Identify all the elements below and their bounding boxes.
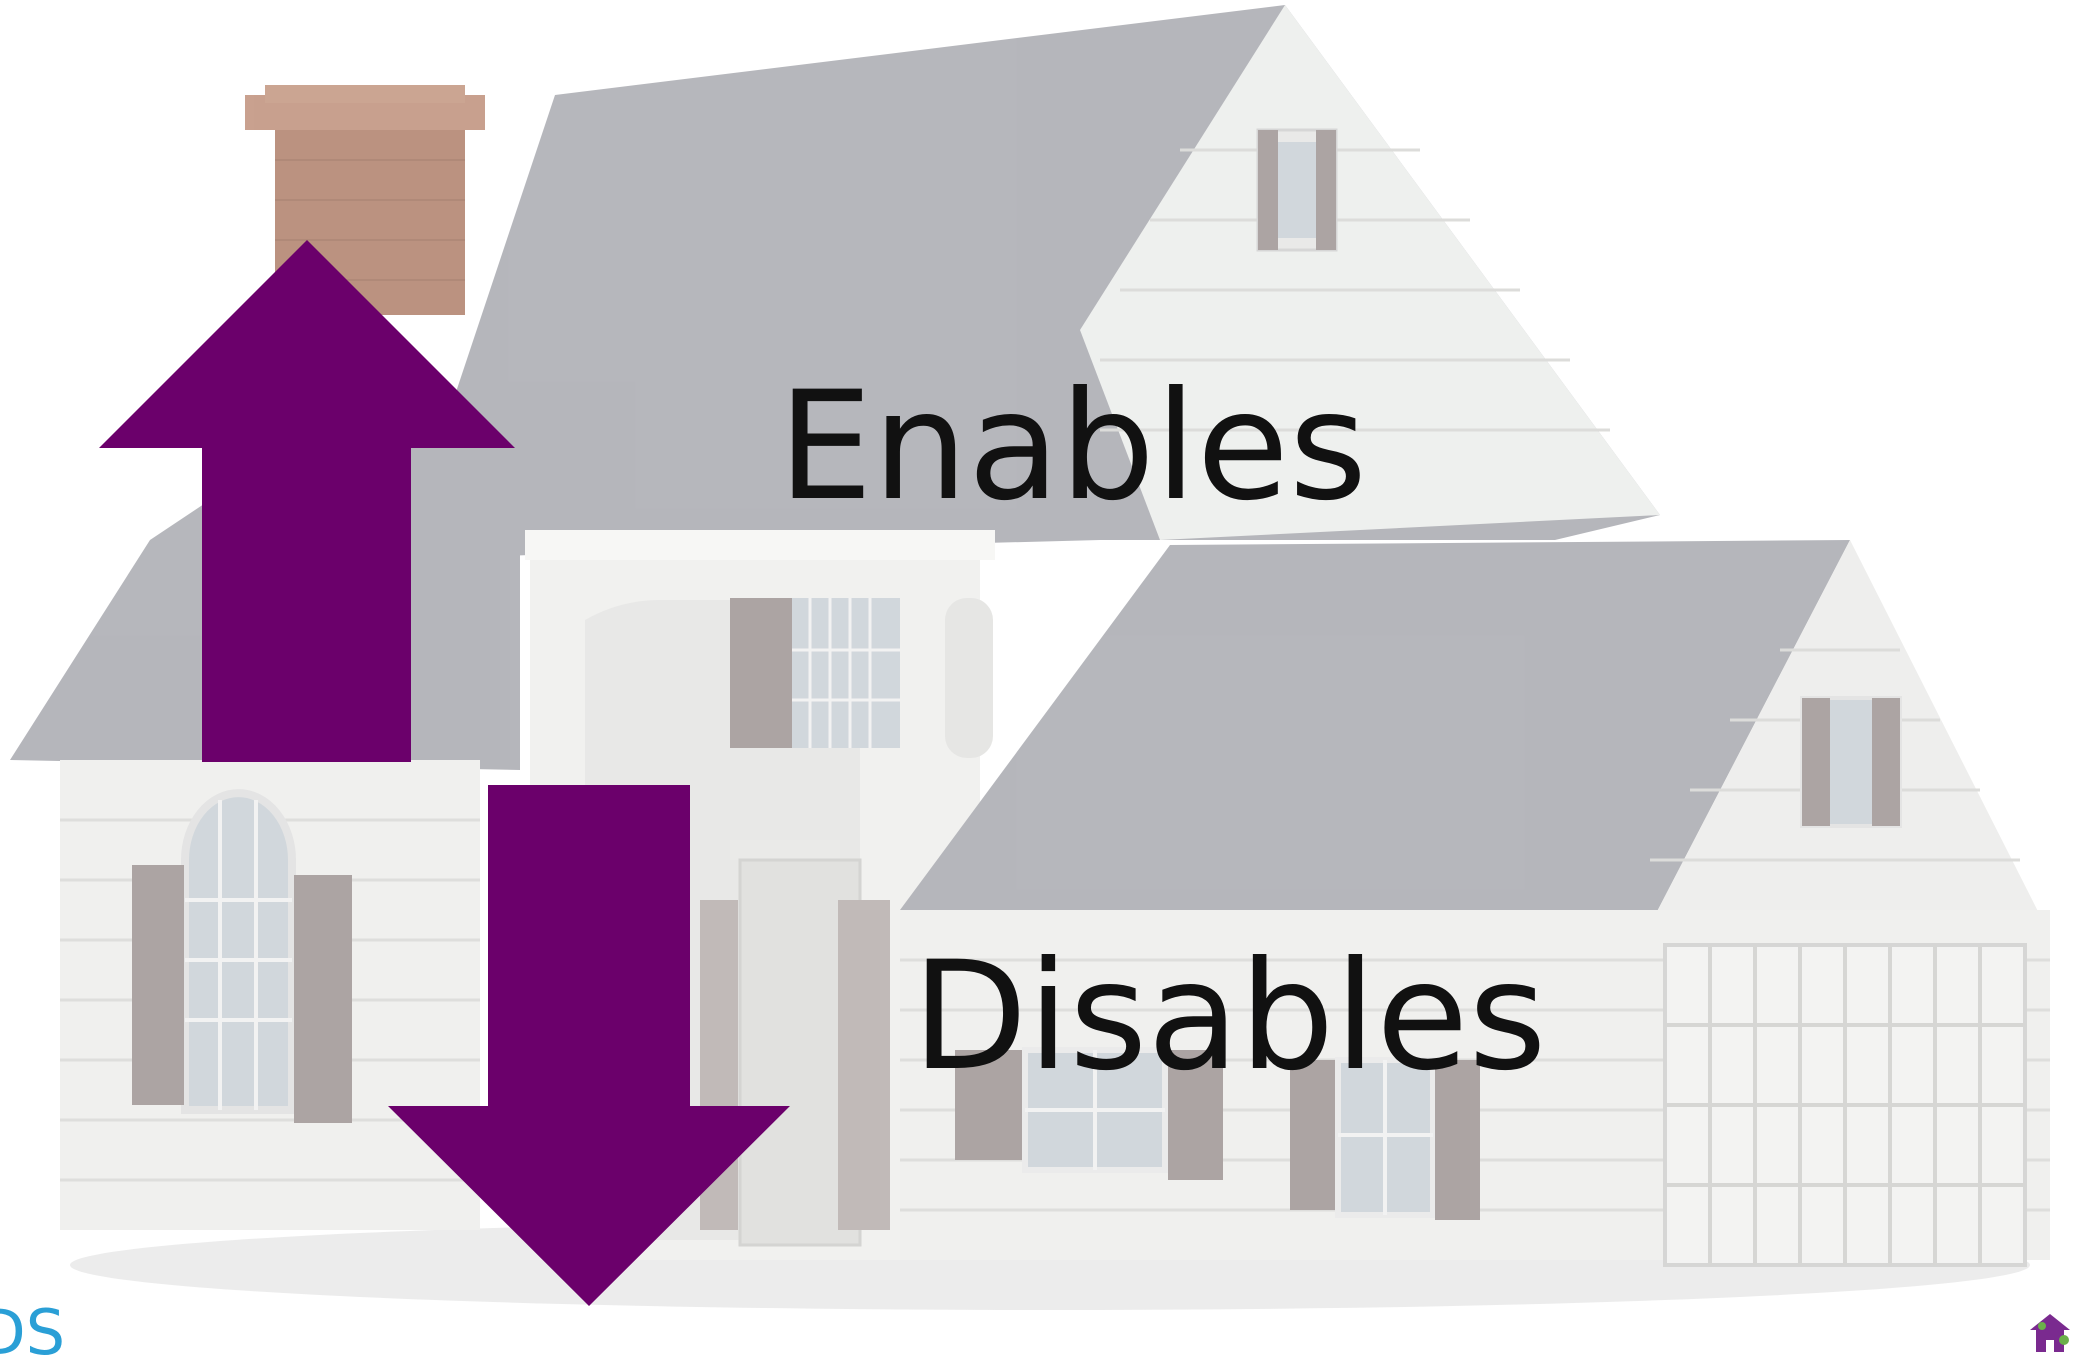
center-window [730,598,900,748]
enables-label: Enables [778,360,1368,534]
front-door [700,840,890,1247]
arched-window [132,789,352,1123]
up-arrow-icon [99,240,515,762]
gable-window [1256,128,1338,252]
lower-window-left [955,1047,1223,1180]
garage-gable-window [1800,696,1902,828]
garage-roof [900,540,1850,925]
down-arrow-icon [388,785,790,1306]
house-illustration [10,5,2050,1310]
main-gable [1080,5,1660,540]
partial-logo-icon: DS [0,1296,66,1369]
disables-label: Disables [912,930,1547,1104]
lower-window-right [1290,1057,1480,1220]
garage-door [1663,943,2027,1267]
house-logo-icon [2030,1314,2070,1352]
